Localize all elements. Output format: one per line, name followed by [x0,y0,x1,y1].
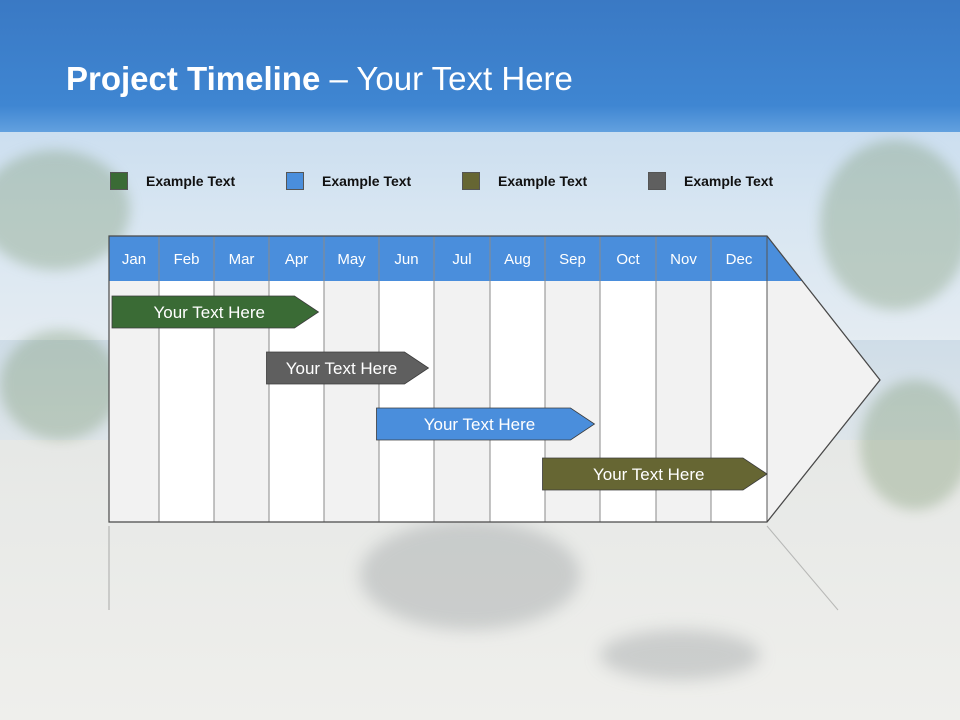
task-arrow-3 [376,407,596,441]
month-column-jun [379,281,434,522]
legend-label-3: Example Text [498,173,588,189]
title-banner [0,0,960,132]
legend-label-4: Example Text [684,173,774,189]
legend-label-1: Example Text [146,173,236,189]
month-label-dec: Dec [726,251,753,268]
legend-item-1: Example Text [110,170,235,192]
page-title: Project Timeline – Your Text Here [66,60,573,98]
task-label-1: Your Text Here [153,303,265,322]
background-palm-left [0,150,130,270]
task-arrow-4 [542,457,768,491]
month-label-sep: Sep [559,251,586,268]
background-bush-right [860,380,960,510]
month-header-bar [109,236,803,281]
legend-swatch-1 [110,172,128,190]
task-label-2: Your Text Here [286,359,398,378]
legend-item-4: Example Text [648,170,773,192]
background-palm-right [820,140,960,310]
month-label-jan: Jan [122,251,146,268]
month-label-mar: Mar [229,251,255,268]
background-rock [600,630,760,680]
month-label-jun: Jun [394,251,418,268]
title-bold: Project Timeline [66,60,321,97]
reflection-line-right [766,525,839,611]
background-figure-shadow [360,520,580,630]
timeline-arrow-outline [108,235,881,523]
task-arrow-1 [111,295,320,329]
month-label-apr: Apr [285,251,308,268]
month-label-feb: Feb [174,251,200,268]
title-rest: – Your Text Here [320,60,573,97]
background-bush-left [0,330,120,440]
month-label-may: May [337,251,366,268]
legend-swatch-2 [286,172,304,190]
month-label-jul: Jul [452,251,471,268]
task-arrow-2 [266,351,430,385]
month-column-aug [490,281,545,522]
legend-label-2: Example Text [322,173,412,189]
month-label-aug: Aug [504,251,531,268]
legend-item-3: Example Text [462,170,587,192]
legend-swatch-3 [462,172,480,190]
task-label-3: Your Text Here [424,415,536,434]
legend-item-2: Example Text [286,170,411,192]
legend-swatch-4 [648,172,666,190]
task-label-4: Your Text Here [593,465,705,484]
month-label-nov: Nov [670,251,697,268]
month-label-oct: Oct [616,251,640,268]
